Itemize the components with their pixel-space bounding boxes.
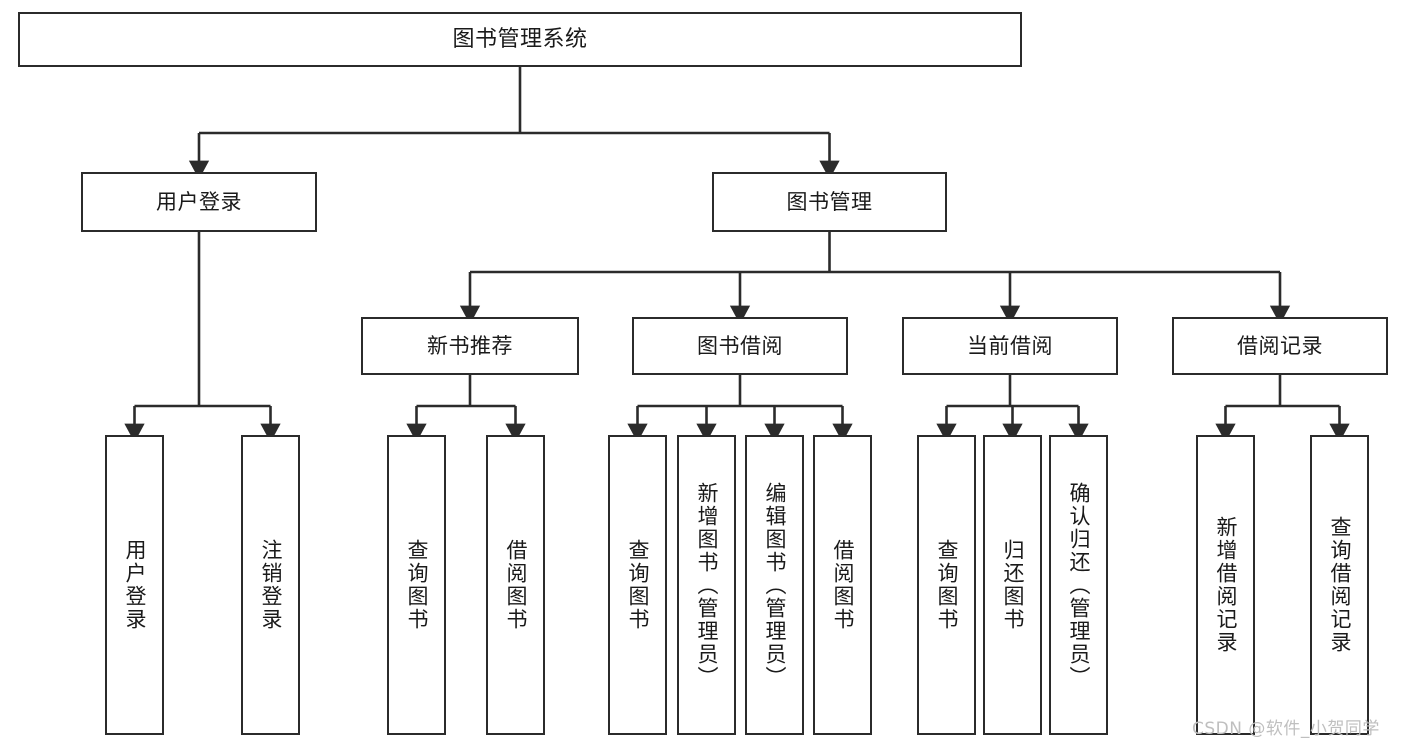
node-book-manage[interactable]: 图书管理 [712, 172, 947, 232]
node-leaf-borrow-book-bor[interactable]: 借阅图书 [813, 435, 872, 735]
node-label: 图书管理 [786, 189, 873, 214]
node-leaf-query-book-rec[interactable]: 查询图书 [387, 435, 446, 735]
node-label: 注销登录 [259, 539, 283, 631]
node-label: 查询图书 [405, 539, 429, 631]
node-label: 借阅图书 [831, 539, 855, 631]
node-leaf-logout[interactable]: 注销登录 [241, 435, 300, 735]
node-leaf-add-record[interactable]: 新增借阅记录 [1196, 435, 1255, 735]
node-label: 新书推荐 [427, 333, 513, 358]
node-leaf-add-book[interactable]: 新增图书（管理员） [677, 435, 736, 735]
node-leaf-return-book[interactable]: 归还图书 [983, 435, 1042, 735]
node-leaf-confirm-return[interactable]: 确认归还（管理员） [1049, 435, 1108, 735]
node-label: 当前借阅 [967, 333, 1053, 358]
node-leaf-query-book-bor[interactable]: 查询图书 [608, 435, 667, 735]
node-leaf-query-book-cur[interactable]: 查询图书 [917, 435, 976, 735]
node-label: 查询图书 [626, 539, 650, 631]
node-leaf-query-record[interactable]: 查询借阅记录 [1310, 435, 1369, 735]
node-user-login[interactable]: 用户登录 [81, 172, 317, 232]
node-label: 用户登录 [156, 189, 242, 214]
node-book-borrow[interactable]: 图书借阅 [632, 317, 848, 375]
csdn-watermark: CSDN @软件_小贺同学 [1192, 719, 1380, 739]
node-leaf-user-login[interactable]: 用户登录 [105, 435, 164, 735]
node-label: 借阅记录 [1237, 333, 1323, 358]
node-leaf-edit-book[interactable]: 编辑图书（管理员） [745, 435, 804, 735]
node-label: 查询借阅记录 [1328, 516, 1352, 654]
node-root[interactable]: 图书管理系统 [18, 12, 1022, 67]
node-label: 图书借阅 [697, 333, 783, 358]
node-label: 查询图书 [935, 539, 959, 631]
node-label: 用户登录 [123, 539, 147, 631]
node-label: 借阅图书 [504, 539, 528, 631]
node-borrow-record[interactable]: 借阅记录 [1172, 317, 1388, 375]
node-label: 编辑图书（管理员） [763, 481, 787, 689]
node-label: 归还图书 [1001, 539, 1025, 631]
node-current-borrow[interactable]: 当前借阅 [902, 317, 1118, 375]
node-label: 新增借阅记录 [1214, 516, 1238, 654]
node-label: 确认归还（管理员） [1067, 481, 1091, 689]
node-leaf-borrow-book-rec[interactable]: 借阅图书 [486, 435, 545, 735]
node-label: 新增图书（管理员） [695, 481, 719, 689]
node-label: 图书管理系统 [452, 26, 588, 52]
node-new-book-recommend[interactable]: 新书推荐 [361, 317, 579, 375]
